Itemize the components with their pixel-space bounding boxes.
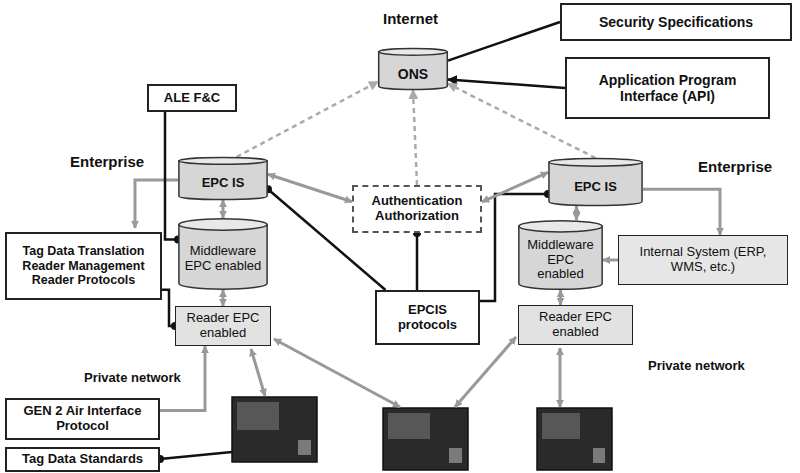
- node-label: Reader EPC enabled: [182, 311, 264, 341]
- leader-line: [156, 452, 232, 463]
- epcis-database: EPC IS: [548, 158, 643, 206]
- connector: [223, 290, 224, 306]
- enterprise-region: EPC IS Middleware EPC enabled Internal Sys…: [508, 150, 798, 378]
- rfid-tag: [383, 408, 468, 470]
- connector-line: [448, 22, 560, 61]
- connector-line: [643, 189, 720, 235]
- connector: [413, 229, 421, 290]
- node-label: Middleware EPC enabled: [184, 244, 262, 274]
- radio-arrow: [455, 337, 516, 407]
- reader-box: Reader EPC enabled: [175, 306, 271, 346]
- node-label: Tag Data Translation Reader Management R…: [13, 244, 154, 287]
- connector-line: [416, 233, 419, 290]
- radio-arrow: [251, 349, 265, 396]
- region-title: Enterprise: [698, 158, 772, 175]
- region-footer: Private network: [84, 371, 181, 386]
- region-footer: Private network: [648, 359, 745, 374]
- connector-line: [162, 290, 175, 326]
- protocol-box: EPCIS protocols: [375, 290, 480, 345]
- connector: [413, 90, 417, 185]
- radio-arrow: [559, 348, 562, 407]
- connector: [448, 22, 560, 61]
- node-label: ONS: [398, 66, 428, 82]
- region-title: Enterprise: [70, 153, 144, 170]
- connector-line: [222, 290, 225, 306]
- node-label: Application Program Interface (API): [573, 72, 762, 104]
- reader-box: Reader EPC enabled: [518, 305, 633, 345]
- connector: [237, 82, 379, 157]
- spec-box: GEN 2 Air Interface Protocol: [5, 398, 160, 440]
- connector-line: [237, 82, 379, 157]
- connector-line: [482, 172, 548, 201]
- connector-line: [413, 90, 417, 185]
- node-label: EPCIS protocols: [383, 303, 472, 333]
- spec-box: Security Specifications: [560, 3, 792, 41]
- node-label: EPC IS: [202, 176, 245, 191]
- ons-database: ONS: [378, 48, 448, 90]
- radio-arrow: [274, 339, 400, 407]
- connector: [482, 172, 548, 201]
- connector-line: [559, 290, 562, 305]
- connector: [576, 206, 577, 220]
- node-label: Internet: [383, 10, 438, 27]
- connector-line: [575, 206, 578, 220]
- node-label: EPC IS: [574, 180, 617, 195]
- connector: [223, 200, 224, 218]
- auth-box: Authentication Authorization: [352, 185, 482, 233]
- internet-cloud: ONS Internet: [268, 0, 553, 150]
- node-label: ALE F&C: [164, 91, 220, 106]
- connector: [268, 174, 352, 202]
- api-box: Application Program Interface (API): [565, 57, 770, 119]
- connector-line: [165, 112, 178, 240]
- rfid-tag: [537, 408, 612, 470]
- connector-line: [448, 80, 565, 89]
- epcis-database: EPC IS: [178, 157, 268, 200]
- connector: [560, 290, 561, 305]
- radio-link: [135, 180, 560, 407]
- connector-line: [268, 174, 352, 202]
- node-label: Middleware EPC enabled: [524, 238, 597, 283]
- node-label: Authentication Authorization: [360, 194, 474, 224]
- rfid-tag: [232, 397, 317, 462]
- spec-box: Tag Data Standards: [5, 447, 160, 472]
- connector: [643, 189, 720, 235]
- node-label: GEN 2 Air Interface Protocol: [13, 404, 152, 434]
- spec-box: ALE F&C: [147, 84, 237, 112]
- node-label: Tag Data Standards: [22, 452, 143, 467]
- connector: [603, 260, 618, 261]
- connector: [448, 80, 565, 89]
- middleware-database: Middleware EPC enabled: [178, 218, 268, 290]
- spec-box: Tag Data Translation Reader Management R…: [5, 232, 162, 300]
- node-label: Security Specifications: [599, 14, 753, 30]
- data-arrow: [135, 180, 178, 228]
- node-label: Internal System (ERP, WMS, etc.): [625, 245, 781, 275]
- connector-line: [603, 259, 618, 262]
- middleware-database: Middleware EPC enabled: [518, 220, 603, 290]
- internal-system-box: Internal System (ERP, WMS, etc.): [618, 235, 788, 285]
- connector-line: [222, 200, 225, 218]
- node-label: Reader EPC enabled: [525, 310, 626, 340]
